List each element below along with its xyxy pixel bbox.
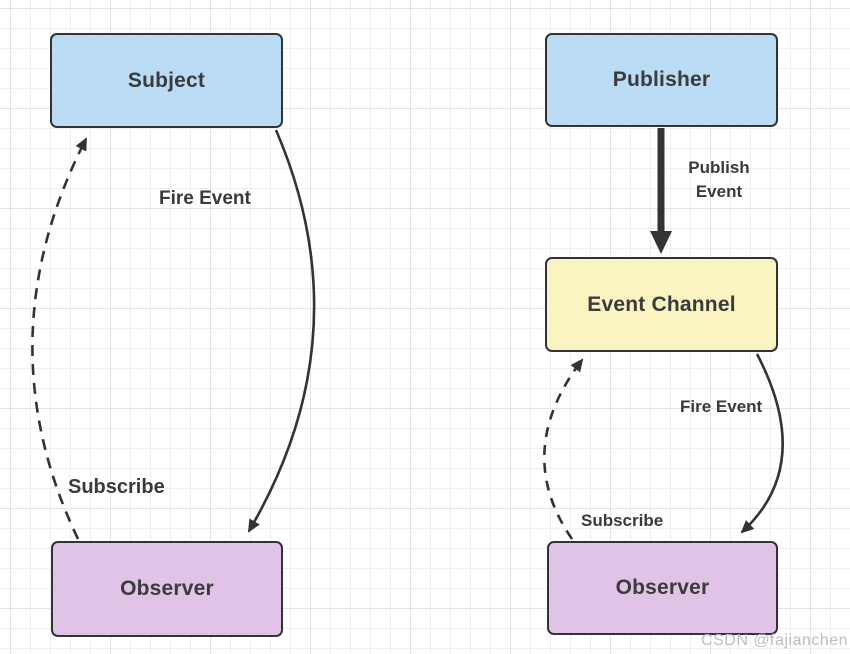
observer-box-right: Observer	[547, 541, 778, 635]
fire-event-label-left: Fire Event	[159, 188, 251, 209]
subscribe-arrow-right	[543, 358, 584, 540]
subject-box: Subject	[50, 33, 283, 128]
csdn-watermark: CSDN @fajianchen	[701, 632, 848, 649]
publisher-box-label: Publisher	[612, 68, 711, 91]
publish-event-label-line1: Publish	[688, 158, 750, 177]
publish-event-arrow	[650, 128, 672, 254]
fire-event-arrow-right	[740, 353, 784, 534]
fire-event-label-right: Fire Event	[680, 397, 763, 416]
observer-box-right-label: Observer	[615, 576, 710, 599]
publish-event-label-line2: Event	[695, 182, 743, 201]
publish-event-label: Publish Event	[679, 156, 759, 204]
fire-event-arrow-left	[247, 129, 316, 533]
subscribe-label-left: Subscribe	[68, 476, 165, 498]
subscribe-label-right: Subscribe	[581, 511, 664, 530]
observer-box-left-label: Observer	[120, 577, 214, 600]
subject-box-label: Subject	[127, 68, 206, 92]
publisher-box: Publisher	[545, 33, 778, 127]
event-channel-box: Event Channel	[545, 257, 778, 352]
observer-box-left: Observer	[51, 541, 283, 637]
event-channel-box-label: Event Channel	[587, 292, 736, 316]
